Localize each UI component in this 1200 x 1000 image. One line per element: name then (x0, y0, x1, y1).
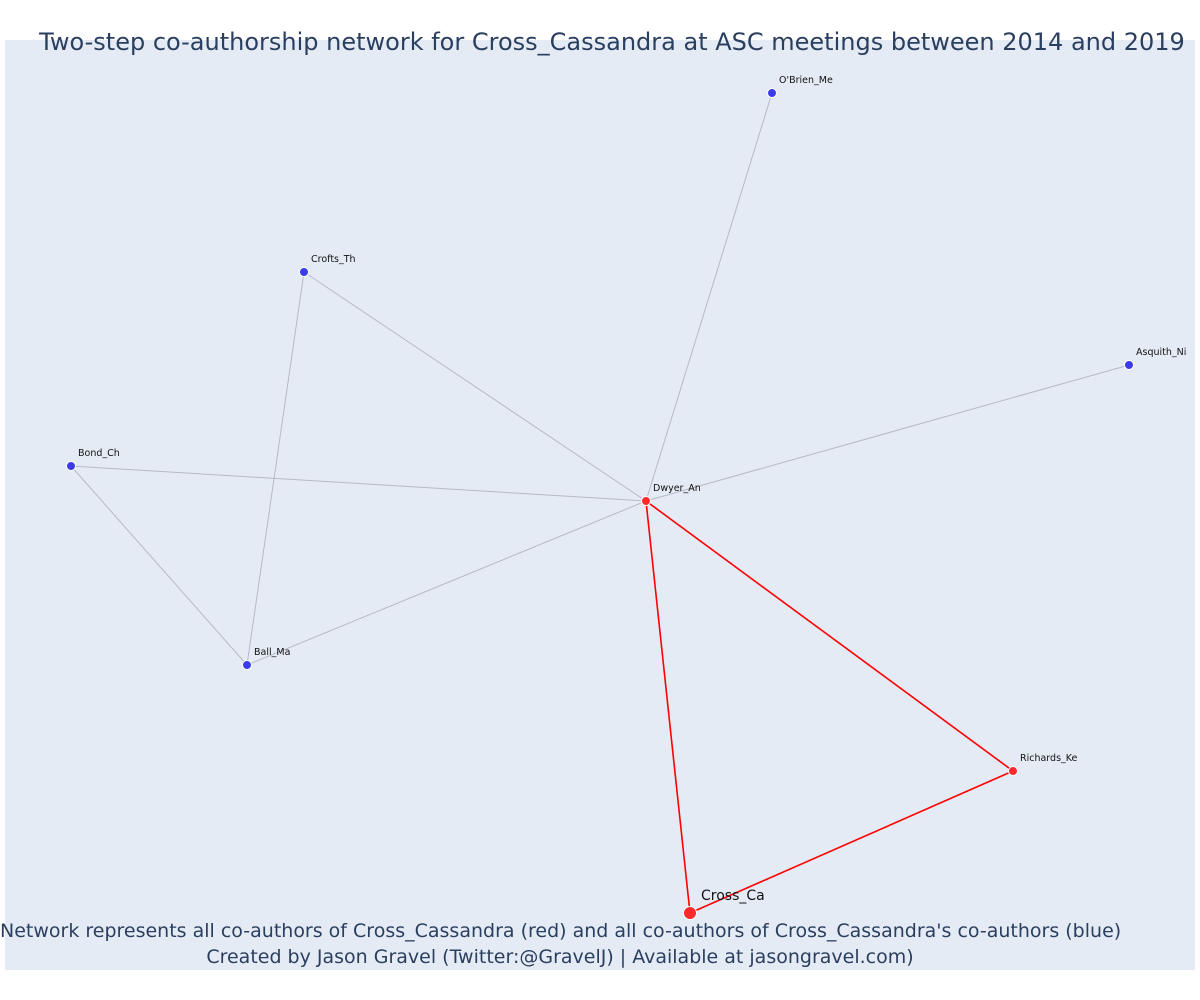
node-label-dwyer-an: Dwyer_An (653, 483, 701, 494)
edge-dwyer-an-o-brien-me (645, 92, 773, 502)
node-ball-ma[interactable] (242, 660, 252, 670)
node-cross-ca[interactable] (683, 906, 697, 920)
edge-cross-ca-dwyer-an (645, 500, 691, 914)
edge-bond-ch-ball-ma (70, 465, 248, 666)
edge-dwyer-an-ball-ma (246, 500, 647, 666)
caption-line-2: Created by Jason Gravel (Twitter:@Gravel… (206, 946, 914, 968)
node-label-cross-ca: Cross_Ca (701, 888, 765, 904)
node-dwyer-an[interactable] (641, 496, 651, 506)
node-label-ball-ma: Ball_Ma (254, 647, 290, 658)
edge-layer (70, 92, 1130, 914)
node-richards-ke[interactable] (1008, 766, 1018, 776)
node-label-richards-ke: Richards_Ke (1020, 753, 1078, 764)
plot-background (5, 40, 1195, 970)
node-label-o-brien-me: O'Brien_Me (779, 75, 833, 86)
node-label-crofts-th: Crofts_Th (311, 254, 356, 265)
node-asquith-ni[interactable] (1124, 360, 1134, 370)
edge-dwyer-an-crofts-th (303, 271, 647, 502)
chart-caption: Network represents all co-authors of Cro… (0, 918, 1122, 970)
node-label-asquith-ni: Asquith_Ni (1136, 347, 1186, 358)
caption-line-1: Network represents all co-authors of Cro… (0, 920, 1122, 942)
node-o-brien-me[interactable] (767, 88, 777, 98)
edge-dwyer-an-asquith-ni (645, 364, 1130, 502)
node-crofts-th[interactable] (299, 267, 309, 277)
chart-title: Two-step co-authorship network for Cross… (39, 28, 1185, 56)
edge-dwyer-an-richards-ke (645, 500, 1014, 772)
node-bond-ch[interactable] (66, 461, 76, 471)
edge-dwyer-an-bond-ch (70, 465, 647, 502)
edge-cross-ca-richards-ke (689, 770, 1014, 914)
node-label-bond-ch: Bond_Ch (78, 448, 120, 459)
edge-crofts-th-ball-ma (246, 271, 305, 666)
